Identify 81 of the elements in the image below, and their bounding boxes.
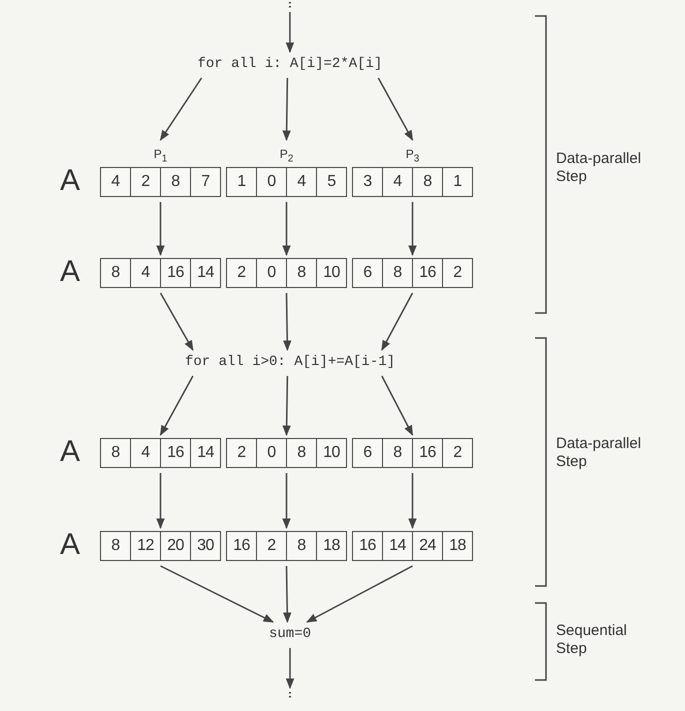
array-value: 8: [287, 532, 317, 560]
array-value: 0: [257, 259, 287, 287]
arrow: [160, 565, 274, 623]
processor-label: P$_{2}$: [278, 146, 294, 166]
array-value: 2: [227, 439, 257, 467]
array-value: 8: [161, 168, 191, 196]
array-value: 16: [353, 532, 383, 560]
array-value: 2: [452, 443, 463, 463]
array-value: 2: [131, 168, 161, 196]
arrow: [282, 202, 291, 256]
array-value: 8: [383, 259, 413, 287]
arrow: [381, 292, 414, 351]
arrow: [306, 565, 413, 623]
arrow: [282, 78, 291, 142]
array-value: 2: [257, 532, 287, 560]
array-value: 8: [101, 532, 131, 560]
array-value: 14: [196, 443, 215, 463]
array-value: 8: [101, 439, 131, 467]
step-label: Data-parallel Step: [556, 435, 642, 471]
array-value: 10: [322, 443, 341, 463]
array-value: 18: [448, 536, 467, 556]
array-value: 16: [413, 259, 443, 287]
array-value: 16: [227, 532, 257, 560]
array-value: 2: [227, 259, 257, 287]
arrow: [160, 376, 194, 436]
array-value: 6: [353, 439, 383, 467]
arrow: [156, 473, 165, 530]
array-value: 30: [196, 536, 215, 556]
array-value: 8: [413, 168, 443, 196]
arrow: [282, 376, 291, 436]
step-label: Sequential Step: [556, 622, 628, 658]
array-value: 2: [452, 263, 463, 283]
array-value: 4: [131, 439, 161, 467]
array-name: A: [60, 529, 80, 561]
arrow: [160, 78, 202, 141]
arrow: [286, 648, 294, 690]
array-value: 1: [452, 172, 463, 192]
array-value: 10: [322, 263, 341, 283]
array-value: 4: [101, 168, 131, 196]
step-label: Data-parallel Step: [556, 150, 642, 186]
arrow: [282, 473, 291, 530]
array-name: A: [60, 436, 80, 468]
array-name: A: [60, 165, 80, 197]
array-value: 16: [161, 439, 191, 467]
code-statement: for all i>0: A[i]+=A[i-1]: [185, 353, 396, 371]
processor-label: P$_{3}$: [404, 146, 420, 166]
array-value: 12: [131, 532, 161, 560]
array-name: A: [60, 256, 80, 288]
array-value: 8: [101, 259, 131, 287]
arrow: [160, 292, 194, 351]
array-value: 20: [161, 532, 191, 560]
array-value: 14: [196, 263, 215, 283]
array-value: 8: [383, 439, 413, 467]
array-value: 3: [353, 168, 383, 196]
arrow: [408, 202, 417, 256]
array-value: 1: [227, 168, 257, 196]
code-statement: sum=0: [269, 625, 312, 643]
array-value: 5: [326, 172, 337, 192]
array-value: 14: [383, 532, 413, 560]
array-value: 24: [413, 532, 443, 560]
array-value: 8: [287, 439, 317, 467]
array-value: 0: [257, 168, 287, 196]
arrow: [381, 376, 414, 436]
array-value: 4: [131, 259, 161, 287]
arrow: [283, 292, 292, 352]
array-value: 0: [257, 439, 287, 467]
array-value: 6: [353, 259, 383, 287]
processor-label: P$_{1}$: [152, 146, 168, 166]
array-value: 4: [287, 168, 317, 196]
arrow: [286, 12, 294, 54]
code-statement: for all i: A[i]=2*A[i]: [198, 55, 382, 73]
arrow: [378, 78, 414, 141]
array-value: 16: [413, 439, 443, 467]
array-value: 18: [322, 536, 341, 556]
arrow: [156, 202, 165, 256]
array-value: 16: [161, 259, 191, 287]
array-value: 4: [383, 168, 413, 196]
arrow: [283, 566, 292, 624]
array-value: 8: [287, 259, 317, 287]
arrow: [408, 473, 417, 530]
array-value: 7: [200, 172, 211, 192]
